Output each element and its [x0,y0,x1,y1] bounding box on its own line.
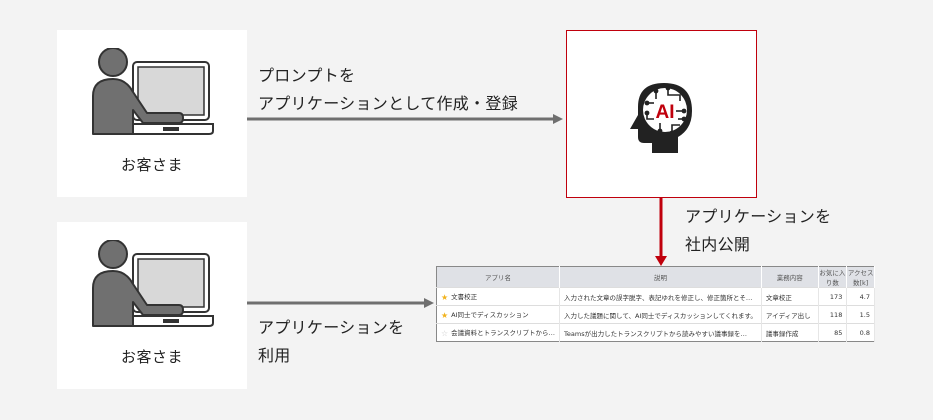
caption-line: アプリケーションとして作成・登録 [258,94,519,113]
arrow-use [247,298,434,308]
table-header-row: アプリ名 説明 業務内容 お気に入り数 アクセス数[k] [436,266,875,288]
caption-line: アプリケーションを [258,318,405,337]
app-description: 入力した議題に関して、AI同士でディスカッションしてくれます。 [559,305,762,324]
star-filled-icon[interactable]: ★ [441,293,449,302]
app-access: 0.8 [846,323,875,342]
arrow-publish [655,198,667,266]
app-description: Teamsが出力したトランスクリプトから読みやすい議事録を… [559,323,762,342]
app-category: アイディア出し [761,305,819,324]
customer-box-create: お客さま [57,30,247,197]
caption-publish: アプリケーションを 社内公開 [685,203,831,259]
app-name[interactable]: AI同士でディスカッション [451,311,529,319]
column-header-access[interactable]: アクセス数[k] [846,266,875,288]
arrow-create [247,114,563,124]
app-favorites: 118 [818,305,848,324]
ai-node: AI [566,30,757,198]
app-favorites: 173 [818,287,848,306]
app-access: 1.5 [846,305,875,324]
column-header-app-name[interactable]: アプリ名 [436,266,561,288]
person-at-computer-icon [92,48,214,135]
column-header-description[interactable]: 説明 [559,266,762,288]
column-header-category[interactable]: 業務内容 [761,266,819,288]
star-outline-icon[interactable]: ☆ [441,329,449,338]
star-filled-icon[interactable]: ★ [441,311,449,320]
column-header-favorites[interactable]: お気に入り数 [818,266,848,288]
customer-label: お客さま [120,348,183,366]
caption-line: プロンプトを [258,66,356,85]
caption-use: アプリケーションを 利用 [258,314,404,370]
app-description: 入力された文章の誤字脱字、表記ゆれを修正し、修正箇所とそ… [559,287,762,306]
app-access: 4.7 [846,287,875,306]
caption-line: アプリケーションを [685,207,832,226]
app-category: 議事録作成 [761,323,819,342]
table-row[interactable]: ★AI同士でディスカッション 入力した議題に関して、AI同士でディスカッションし… [436,305,875,324]
person-at-computer-icon [92,240,214,327]
app-name[interactable]: 文書校正 [451,293,478,301]
customer-label: お客さま [120,156,183,174]
table-row[interactable]: ★文書校正 入力された文章の誤字脱字、表記ゆれを修正し、修正箇所とそ… 文章校正… [436,287,875,306]
caption-create: プロンプトを アプリケーションとして作成・登録 [258,62,518,118]
app-list-table: アプリ名 説明 業務内容 お気に入り数 アクセス数[k] ★文書校正 入力された… [436,266,875,342]
caption-line: 社内公開 [685,235,751,254]
customer-box-use: お客さま [57,222,247,389]
app-category: 文章校正 [761,287,819,306]
ai-brain-head-icon: AI [630,83,692,153]
svg-text:AI: AI [656,102,675,123]
caption-line: 利用 [258,346,291,365]
table-row[interactable]: ☆会議資料とトランスクリプトから… Teamsが出力したトランスクリプトから読み… [436,323,875,342]
app-favorites: 85 [818,323,848,342]
app-name[interactable]: 会議資料とトランスクリプトから… [451,329,556,337]
